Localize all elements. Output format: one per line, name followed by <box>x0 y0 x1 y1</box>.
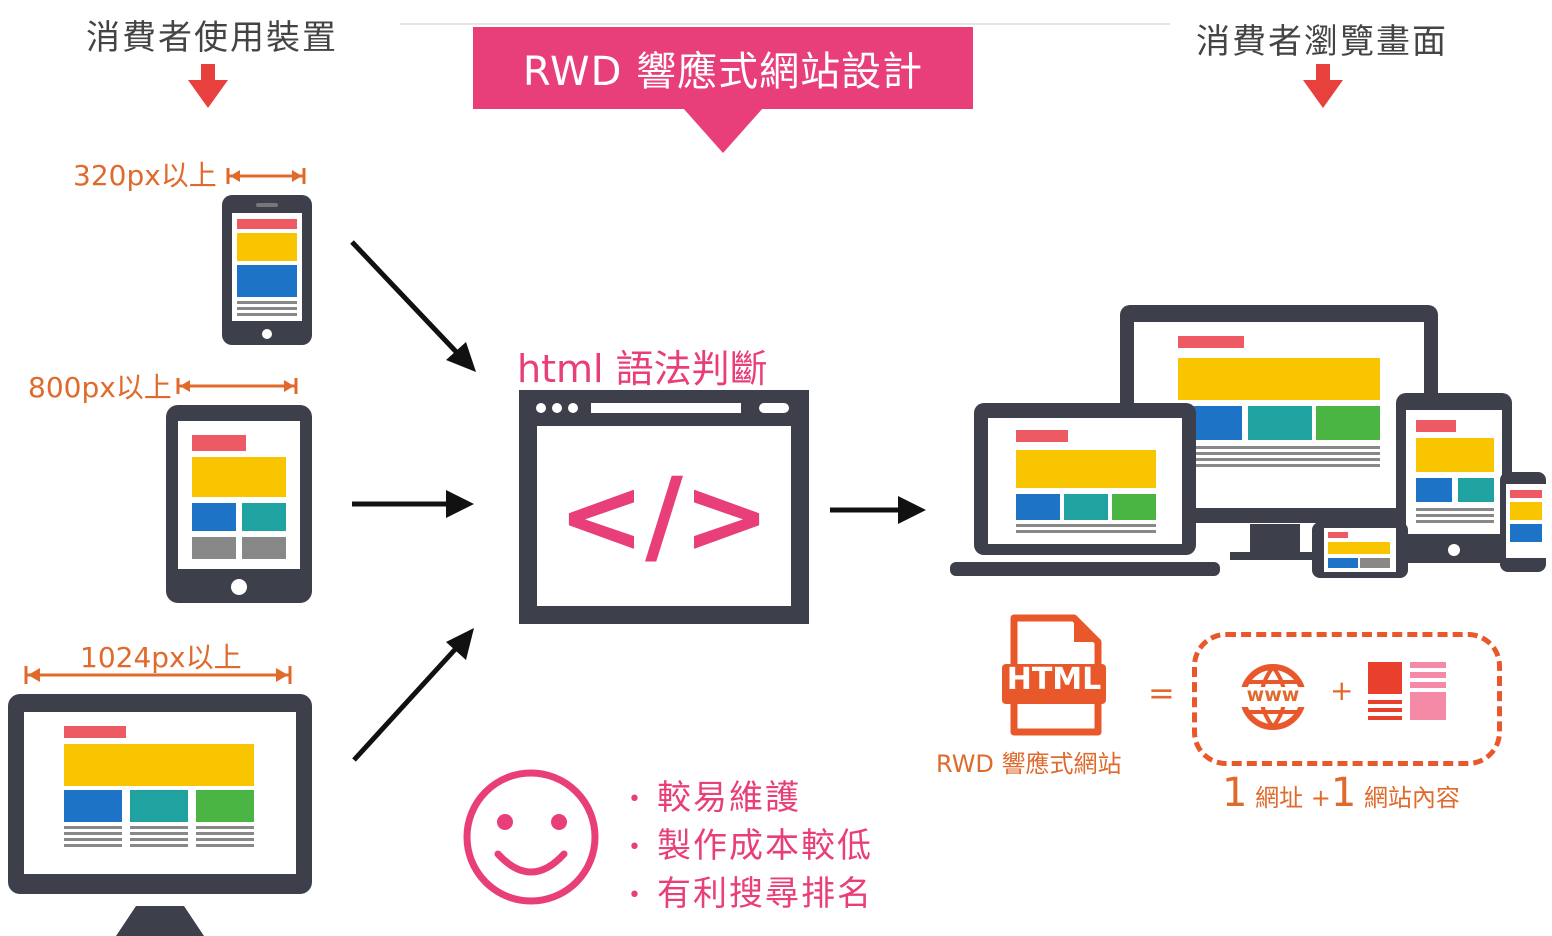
width-measure-desktop <box>24 666 292 684</box>
device-width-label-desktop: 1024px以上 <box>80 641 242 674</box>
flow-arrows-in <box>350 240 476 762</box>
website-content-icon <box>1368 662 1446 720</box>
html-file-icon <box>1002 614 1106 736</box>
phone-device <box>222 195 312 345</box>
header-divider <box>400 23 1170 25</box>
width-measure-phone <box>226 168 306 184</box>
benefit-item: •有利搜尋排名 <box>628 874 873 914</box>
title-banner-pointer <box>683 108 763 153</box>
globe-icon <box>1240 664 1306 730</box>
multi-device-group <box>950 305 1546 578</box>
devices-heading: 消費者使用裝置 <box>86 18 338 58</box>
tablet-device <box>166 405 312 603</box>
formula-caption: 1 網址 +1 網站內容 <box>1222 770 1460 816</box>
title-banner: RWD 響應式網站設計 <box>473 27 973 109</box>
device-width-label-phone: 320px以上 <box>73 159 217 192</box>
code-symbol: </> <box>557 455 771 577</box>
plus-sign: + <box>1330 674 1354 707</box>
equals-sign: = <box>1148 674 1175 712</box>
smiley-icon <box>463 769 599 905</box>
html-icon-text: HTML <box>1006 662 1102 697</box>
html-caption: RWD 響應式網站 <box>936 750 1122 778</box>
browser-window-icon <box>519 390 809 624</box>
benefit-item: •製作成本較低 <box>628 826 873 866</box>
benefit-item: •較易維護 <box>628 778 801 818</box>
width-measure-tablet <box>176 378 298 394</box>
www-text: www <box>1246 684 1300 706</box>
device-width-label-tablet: 800px以上 <box>28 371 172 404</box>
desktop-monitor-device <box>8 694 312 936</box>
screens-heading: 消費者瀏覽畫面 <box>1196 22 1448 62</box>
down-arrow-icon <box>1303 64 1343 108</box>
down-arrow-icon <box>188 64 228 108</box>
dashed-equation-box <box>1192 632 1502 766</box>
flow-arrow-out <box>830 496 926 524</box>
center-label: html 語法判斷 <box>517 347 768 391</box>
